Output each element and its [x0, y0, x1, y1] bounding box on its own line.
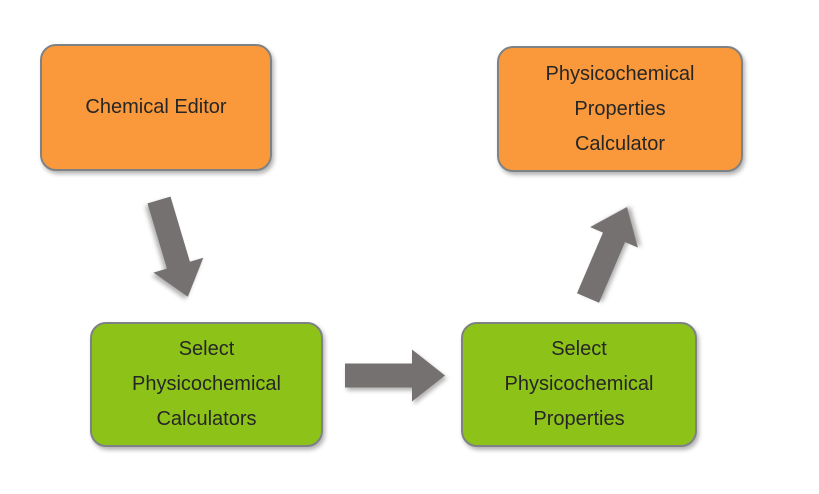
node-label-line: Physicochemical	[504, 373, 654, 395]
node-label-line: Properties	[533, 408, 625, 430]
node-label-line: Select	[551, 338, 607, 360]
node-label-line: Select	[178, 338, 235, 360]
node-label-line: Physicochemical	[132, 373, 281, 395]
node-label-line: Physicochemical	[545, 62, 695, 85]
node-label-line: Calculators	[156, 408, 257, 430]
arrow-select-properties-to-calculator-icon	[576, 207, 638, 303]
node-chemical-editor: Chemical Editor	[40, 44, 272, 171]
node-physicochemical-properties-calculator: Physicochemical Properties Calculator	[497, 46, 743, 172]
arrow-editor-to-select-calculators-icon	[147, 196, 204, 297]
node-select-physicochemical-properties: Select Physicochemical Properties	[461, 322, 697, 447]
node-label-line: Calculator	[574, 132, 666, 155]
arrow-select-calculators-to-select-properties-icon	[345, 349, 445, 402]
node-select-physicochemical-calculators: Select Physicochemical Calculators	[90, 322, 323, 447]
node-label-line: Properties	[574, 97, 666, 120]
node-label-line: Chemical Editor	[85, 96, 227, 118]
